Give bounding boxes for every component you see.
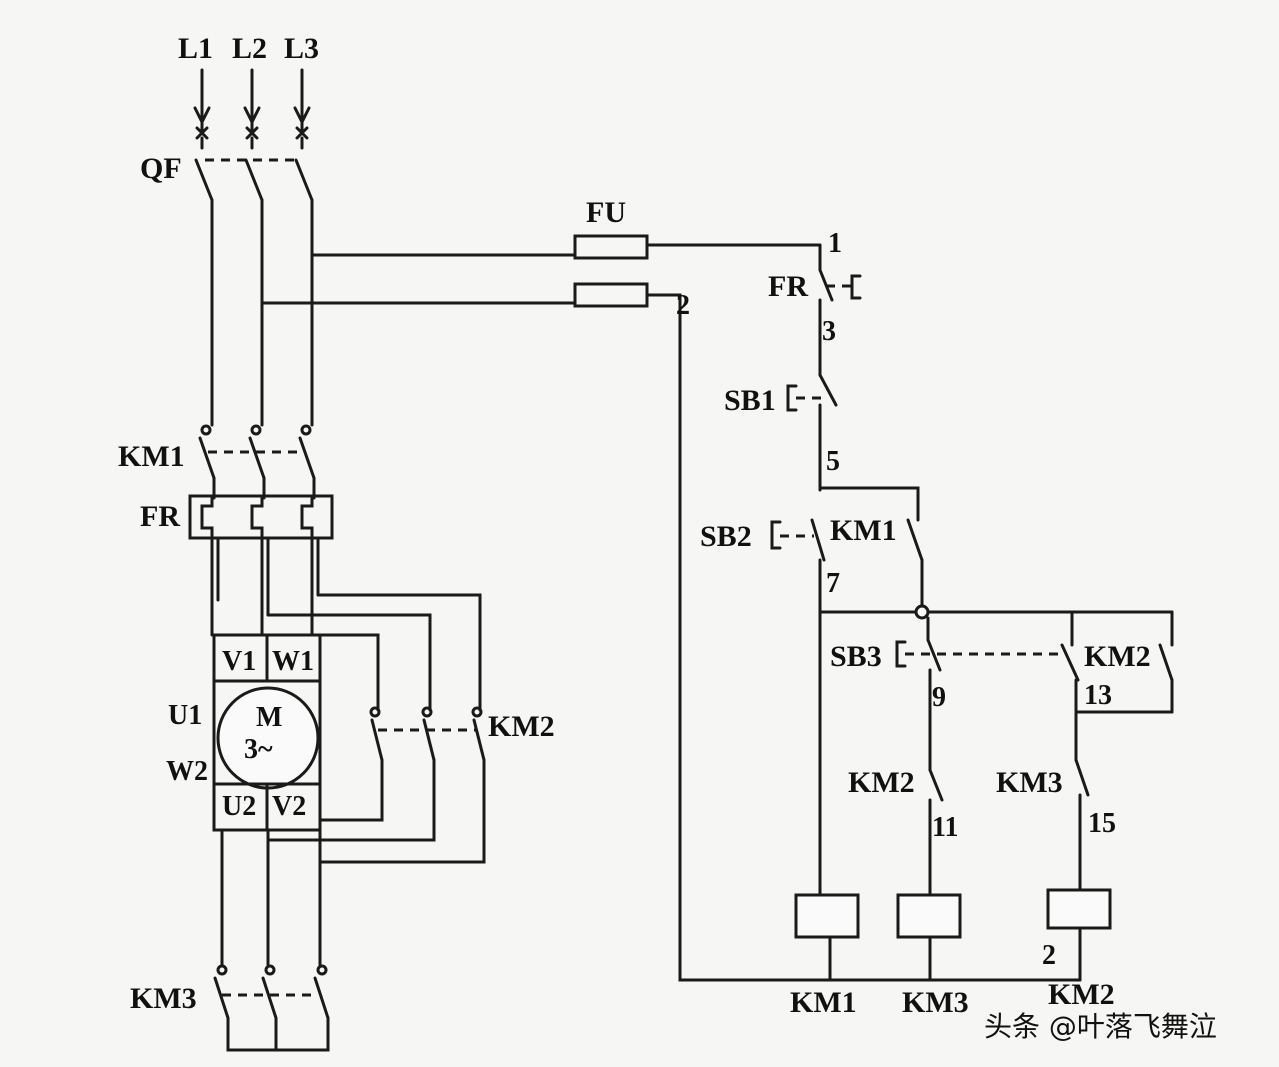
- label-l3: L3: [284, 32, 319, 65]
- label-v1: V1: [222, 646, 256, 677]
- fuses: [573, 234, 1082, 982]
- node-3: 3: [822, 316, 836, 347]
- label-u1: U1: [168, 700, 202, 731]
- label-fr-main: FR: [140, 500, 180, 533]
- km1-main-contacts: [198, 424, 316, 500]
- label-v2: V2: [272, 791, 306, 822]
- watermark: 头条 @叶落飞舞泣: [984, 1010, 1217, 1043]
- node-2b: 2: [1042, 940, 1056, 971]
- motor-feed-lines: [210, 536, 320, 637]
- fr-thermal-relay: [188, 494, 334, 540]
- label-fr-ctrl: FR: [768, 270, 808, 303]
- label-sb2: SB2: [700, 520, 752, 553]
- label-qf: QF: [140, 152, 182, 185]
- label-l1: L1: [178, 32, 213, 65]
- label-w1: W1: [272, 646, 314, 677]
- label-km2-main: KM2: [488, 710, 555, 743]
- control-rung-main: [770, 243, 1174, 897]
- label-sb1: SB1: [724, 384, 776, 417]
- node-1: 1: [828, 228, 842, 259]
- coil-label-km1: KM1: [790, 986, 857, 1019]
- label-km2-nc: KM2: [848, 766, 915, 799]
- node-7: 7: [826, 568, 840, 599]
- node-15: 15: [1088, 808, 1116, 839]
- supply-lines: [193, 68, 311, 132]
- label-km1-aux: KM1: [830, 514, 897, 547]
- node-13: 13: [1084, 680, 1112, 711]
- km3-star-contacts: [213, 964, 330, 1052]
- label-km2-aux-top: KM2: [1084, 640, 1151, 673]
- coil-label-km2: KM2: [1048, 978, 1115, 1011]
- km2-main-contacts: [266, 593, 486, 864]
- main-power-lines: [210, 198, 577, 427]
- label-u2: U2: [222, 791, 256, 822]
- label-km3-main: KM3: [130, 982, 197, 1015]
- node-5: 5: [826, 446, 840, 477]
- label-km1-main: KM1: [118, 440, 185, 473]
- motor-m-label: M: [256, 702, 282, 733]
- node-2: 2: [676, 290, 690, 321]
- node-9: 9: [932, 682, 946, 713]
- label-sb3: SB3: [830, 640, 882, 673]
- label-fu: FU: [586, 196, 626, 229]
- qf-breaker-contacts: [194, 126, 314, 202]
- coils: [794, 888, 1112, 982]
- coil-label-km3: KM3: [902, 986, 969, 1019]
- star-lines: [220, 828, 322, 967]
- label-l2: L2: [232, 32, 267, 65]
- motor-phase-label: 3~: [244, 734, 273, 765]
- node-11: 11: [932, 812, 958, 843]
- label-w2: W2: [166, 756, 208, 787]
- label-km3-nc: KM3: [996, 766, 1063, 799]
